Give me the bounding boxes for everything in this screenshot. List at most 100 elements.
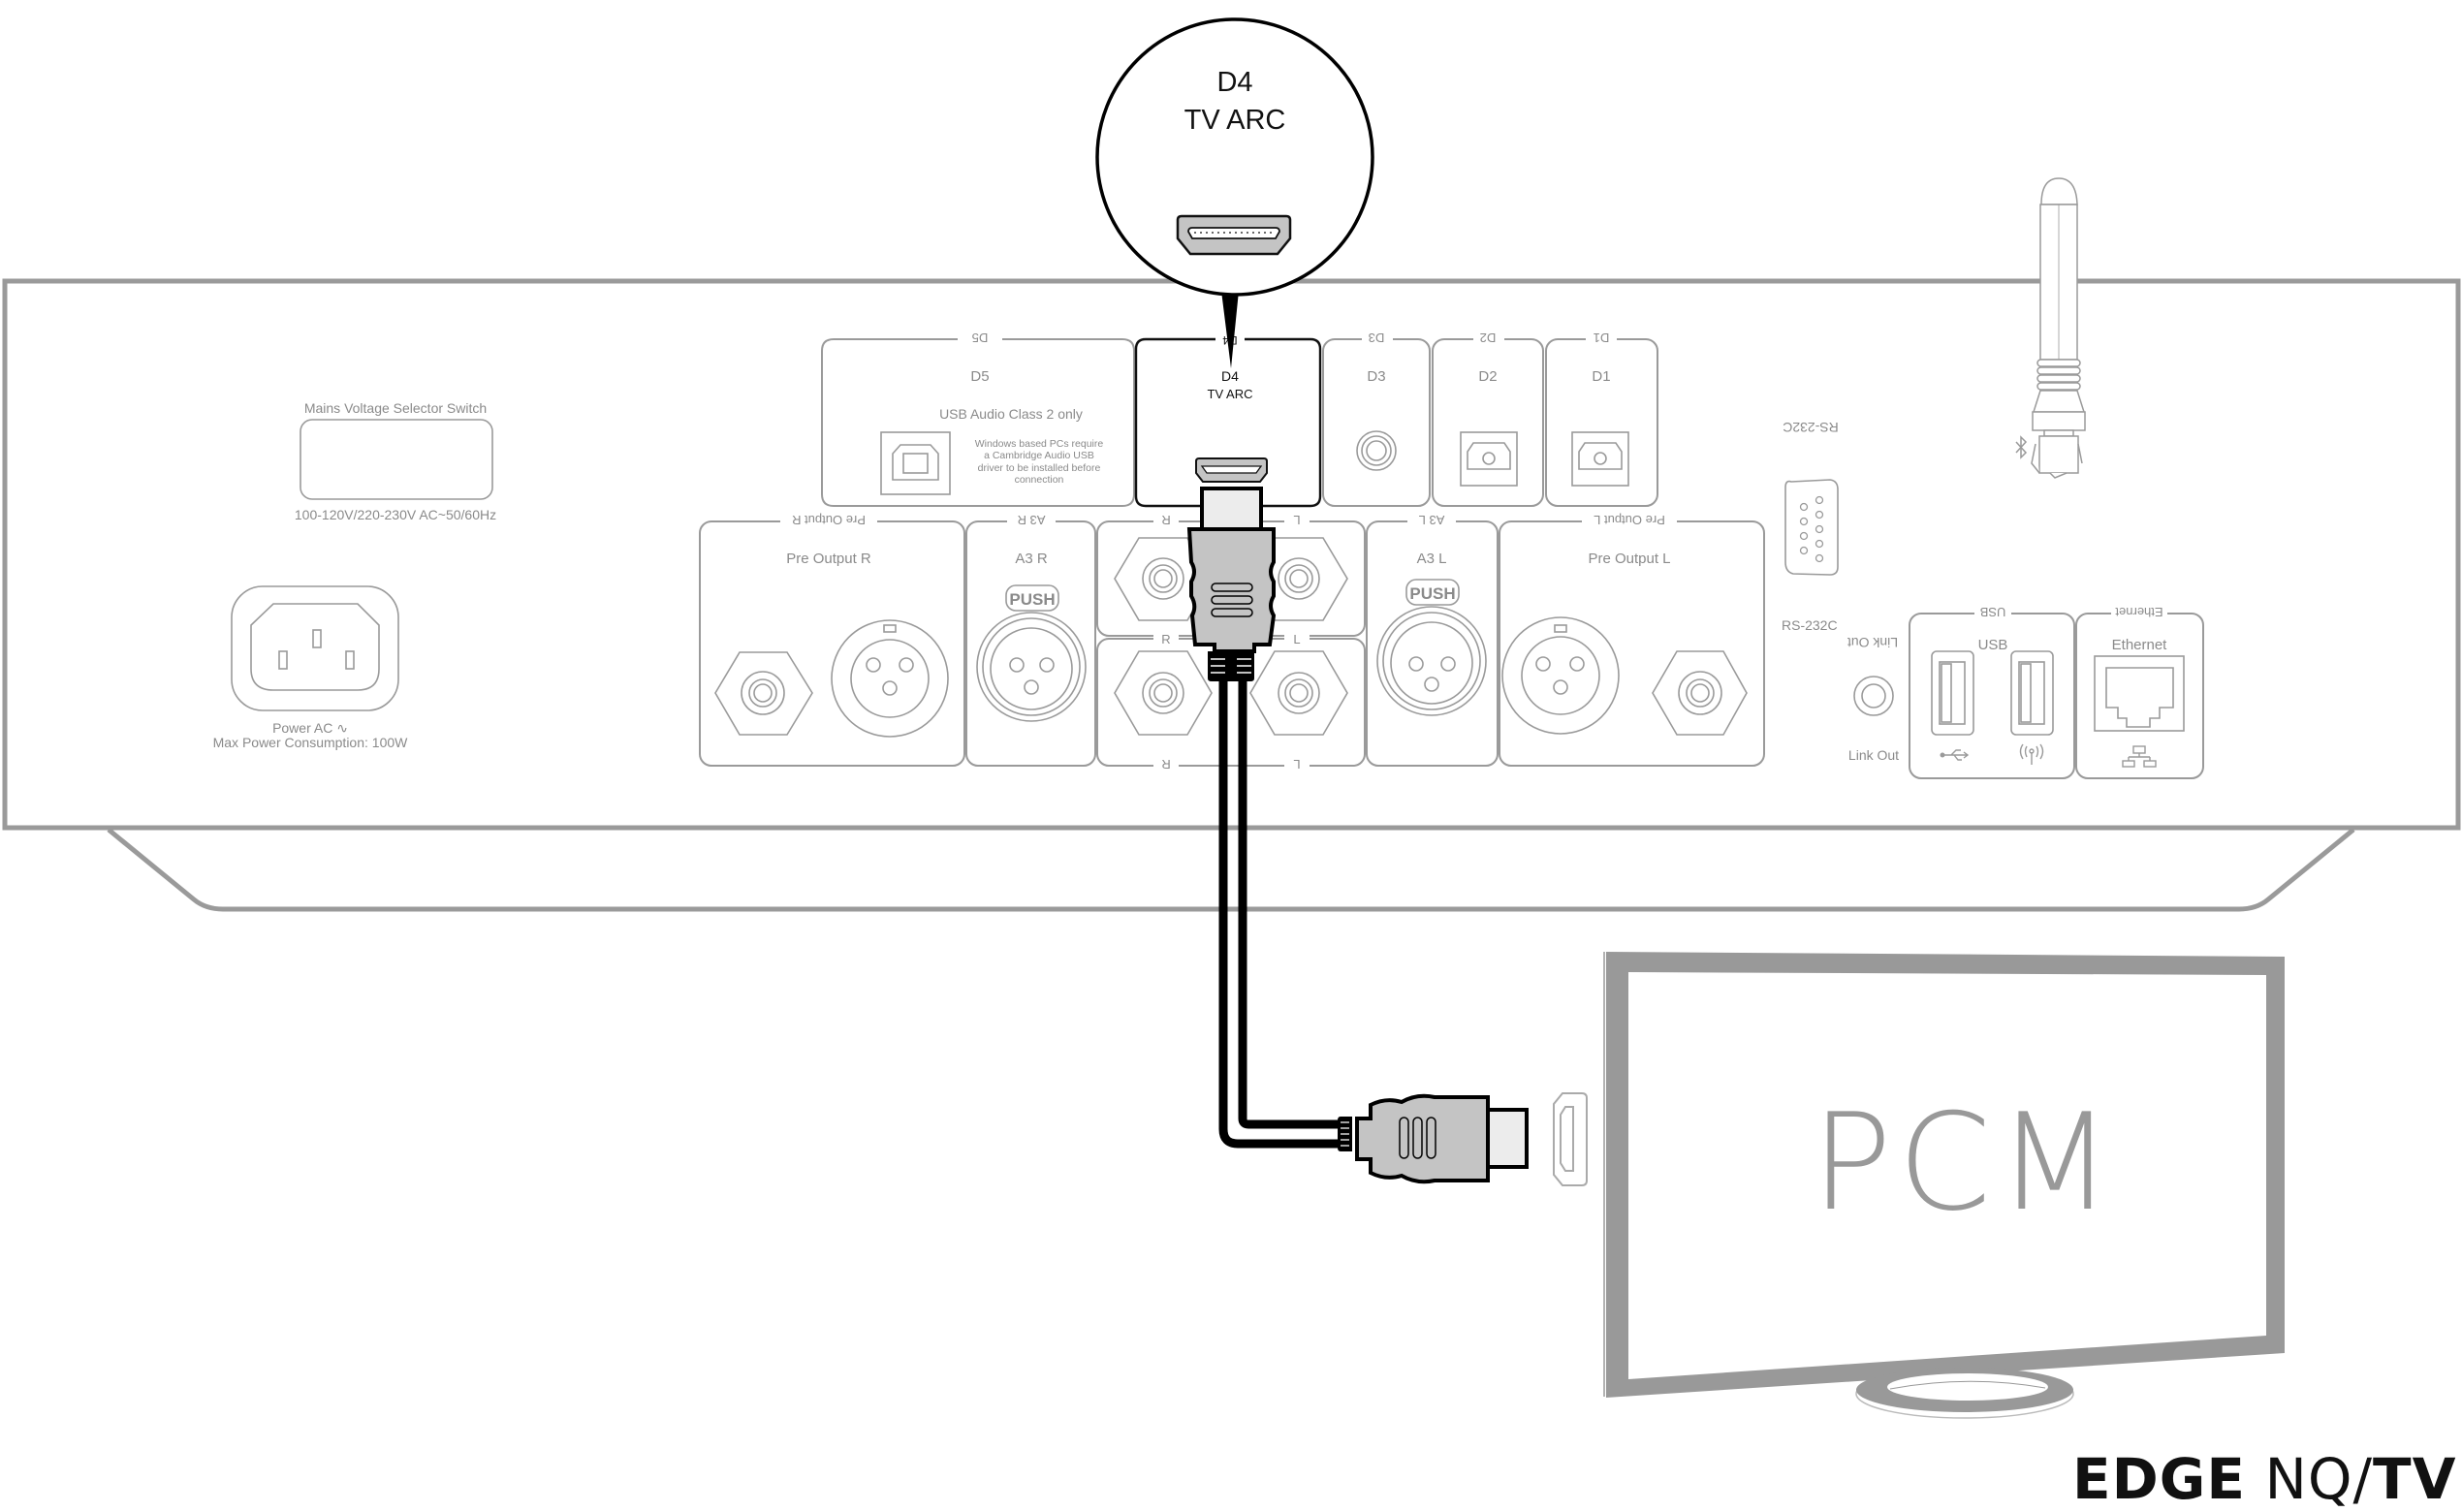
rca-jack-icon [1652, 650, 1748, 736]
xlr-input-icon [976, 612, 1087, 722]
rca-bot-r: R [1161, 757, 1170, 772]
power-inlet-surround [231, 585, 399, 711]
link-out: Link Out Link Out [1847, 635, 1899, 763]
d4-callout: D4 TV ARC [1095, 17, 1374, 368]
link-out-jack-inner [1861, 683, 1886, 709]
d2-label: D2 [1478, 368, 1497, 385]
bluetooth-icon [2015, 435, 2028, 459]
callout-pointer [1221, 291, 1239, 368]
wireless-symbol-icon [2019, 743, 2044, 765]
a3-r-input: A3 R A3 R PUSH [965, 513, 1096, 767]
hdmi-plug-tip [1486, 1108, 1529, 1169]
mains-spec: 100-120V/220-230V AC~50/60Hz [295, 507, 496, 522]
link-out-jack-outer [1853, 676, 1894, 716]
xlr-input-icon [1376, 606, 1487, 716]
hdmi-plug-amplifier[interactable] [1186, 487, 1277, 681]
logo-suffix: TV [2373, 1446, 2457, 1512]
d3-label: D3 [1367, 368, 1385, 385]
rj45-port-icon [2094, 655, 2185, 732]
edge-nq-tv-logo: EDGE NQ/TV [2072, 1446, 2456, 1512]
db9-connector-icon [1784, 479, 1839, 576]
input-d1: D1 D1 [1545, 331, 1658, 507]
ethernet-label: Ethernet [2112, 637, 2168, 653]
rca-mid-l: L [1293, 632, 1300, 646]
d1-label: D1 [1592, 368, 1610, 385]
a3-l-push: PUSH [1409, 584, 1455, 603]
tv-screen-text: PCM [1812, 1085, 2119, 1241]
pre-out-r-label: Pre Output R [786, 551, 871, 567]
xlr-output-icon [1501, 616, 1620, 735]
d5-mirror-label: D5 [972, 331, 989, 345]
input-d3: D3 D3 [1322, 331, 1431, 507]
a3-l-mirror: A3 L [1419, 513, 1445, 527]
d5-note-4: connection [1015, 474, 1064, 486]
power-inlet-socket [250, 603, 380, 691]
a3-r-push: PUSH [1009, 590, 1055, 609]
hdmi-cable [1218, 669, 1343, 1149]
link-out-mirror: Link Out [1847, 635, 1898, 650]
callout-subtitle: TV ARC [1184, 105, 1286, 136]
power-inlet: Power AC ∿ Max Power Consumption: 100W [213, 585, 409, 750]
logo-brand: EDGE [2072, 1446, 2246, 1512]
power-label: Power AC ∿ [272, 720, 348, 736]
rca-mid-r: R [1161, 632, 1170, 646]
d5-label: D5 [970, 368, 989, 385]
tv-hdmi-port-icon [1553, 1092, 1588, 1186]
usb-symbol-icon [1940, 749, 1970, 761]
d3-mirror-label: D3 [1369, 331, 1385, 345]
push-tab [1005, 584, 1059, 612]
d2-mirror-label: D2 [1480, 331, 1497, 345]
pre-output-r: Pre Output R Pre Output R [699, 513, 965, 767]
mains-switch-cover [300, 419, 493, 500]
d5-note-3: driver to be installed before [978, 462, 1101, 474]
chassis-foot [107, 828, 2355, 912]
rca-bot-l: L [1293, 757, 1300, 772]
tv-screen [1628, 972, 2266, 1379]
a3-l-input: A3 L A3 L PUSH [1366, 513, 1499, 767]
pre-output-l: Pre Output L Pre Output L [1499, 513, 1765, 767]
power-pin-earth [312, 629, 322, 648]
pre-out-l-mirror: Pre Output L [1594, 513, 1665, 527]
callout-circle [1095, 17, 1374, 297]
hdmi-port-icon [1176, 214, 1292, 256]
usb-ports: USB USB [1909, 605, 2075, 779]
d5-note-1: Windows based PCs require [975, 438, 1104, 450]
rca-top-l: L [1293, 513, 1300, 527]
callout-title: D4 [1216, 67, 1252, 98]
push-tab [1405, 579, 1460, 606]
mains-title: Mains Voltage Selector Switch [304, 400, 487, 416]
power-max: Max Power Consumption: 100W [213, 735, 409, 750]
hdmi-port-icon [1195, 457, 1268, 483]
rs232-mirror: RS-232C [1783, 420, 1839, 435]
usb-a-port-icon [1931, 650, 1974, 736]
a3-l-label: A3 L [1417, 551, 1447, 567]
db9-pins [1799, 495, 1824, 563]
usb-b-port-icon [880, 431, 951, 495]
usb-a-port-icon [2010, 650, 2054, 736]
d1-mirror-label: D1 [1594, 331, 1610, 345]
power-pin-live [278, 650, 288, 670]
pre-out-l-label: Pre Output L [1588, 551, 1670, 567]
rs232-port: RS-232C RS-232C [1782, 420, 1839, 633]
logo-model: NQ [2264, 1446, 2353, 1512]
d5-note-2: a Cambridge Audio USB [984, 450, 1094, 461]
d4-label: D4 [1221, 368, 1239, 384]
d4-sub: TV ARC [1208, 387, 1253, 401]
rs232-label: RS-232C [1782, 617, 1838, 633]
coaxial-port-icon [1356, 430, 1397, 471]
mains-voltage-selector: Mains Voltage Selector Switch 100-120V/2… [295, 400, 496, 522]
rca-jack-icon [714, 651, 813, 736]
bluetooth-antenna [2015, 177, 2086, 479]
television: PCM [1553, 952, 2285, 1419]
usb-mirror: USB [1980, 605, 2006, 619]
input-d2: D2 D2 [1432, 331, 1544, 507]
hdmi-plug-tv[interactable] [1338, 1093, 1529, 1184]
rca-jack-icon [1114, 537, 1213, 621]
usb-label: USB [1978, 637, 2008, 653]
rca-jack-icon [1249, 650, 1348, 736]
xlr-output-icon [831, 619, 949, 738]
optical-port-icon [1571, 431, 1629, 487]
rca-top-r: R [1161, 513, 1170, 527]
hdmi-plug-body [1186, 527, 1277, 653]
